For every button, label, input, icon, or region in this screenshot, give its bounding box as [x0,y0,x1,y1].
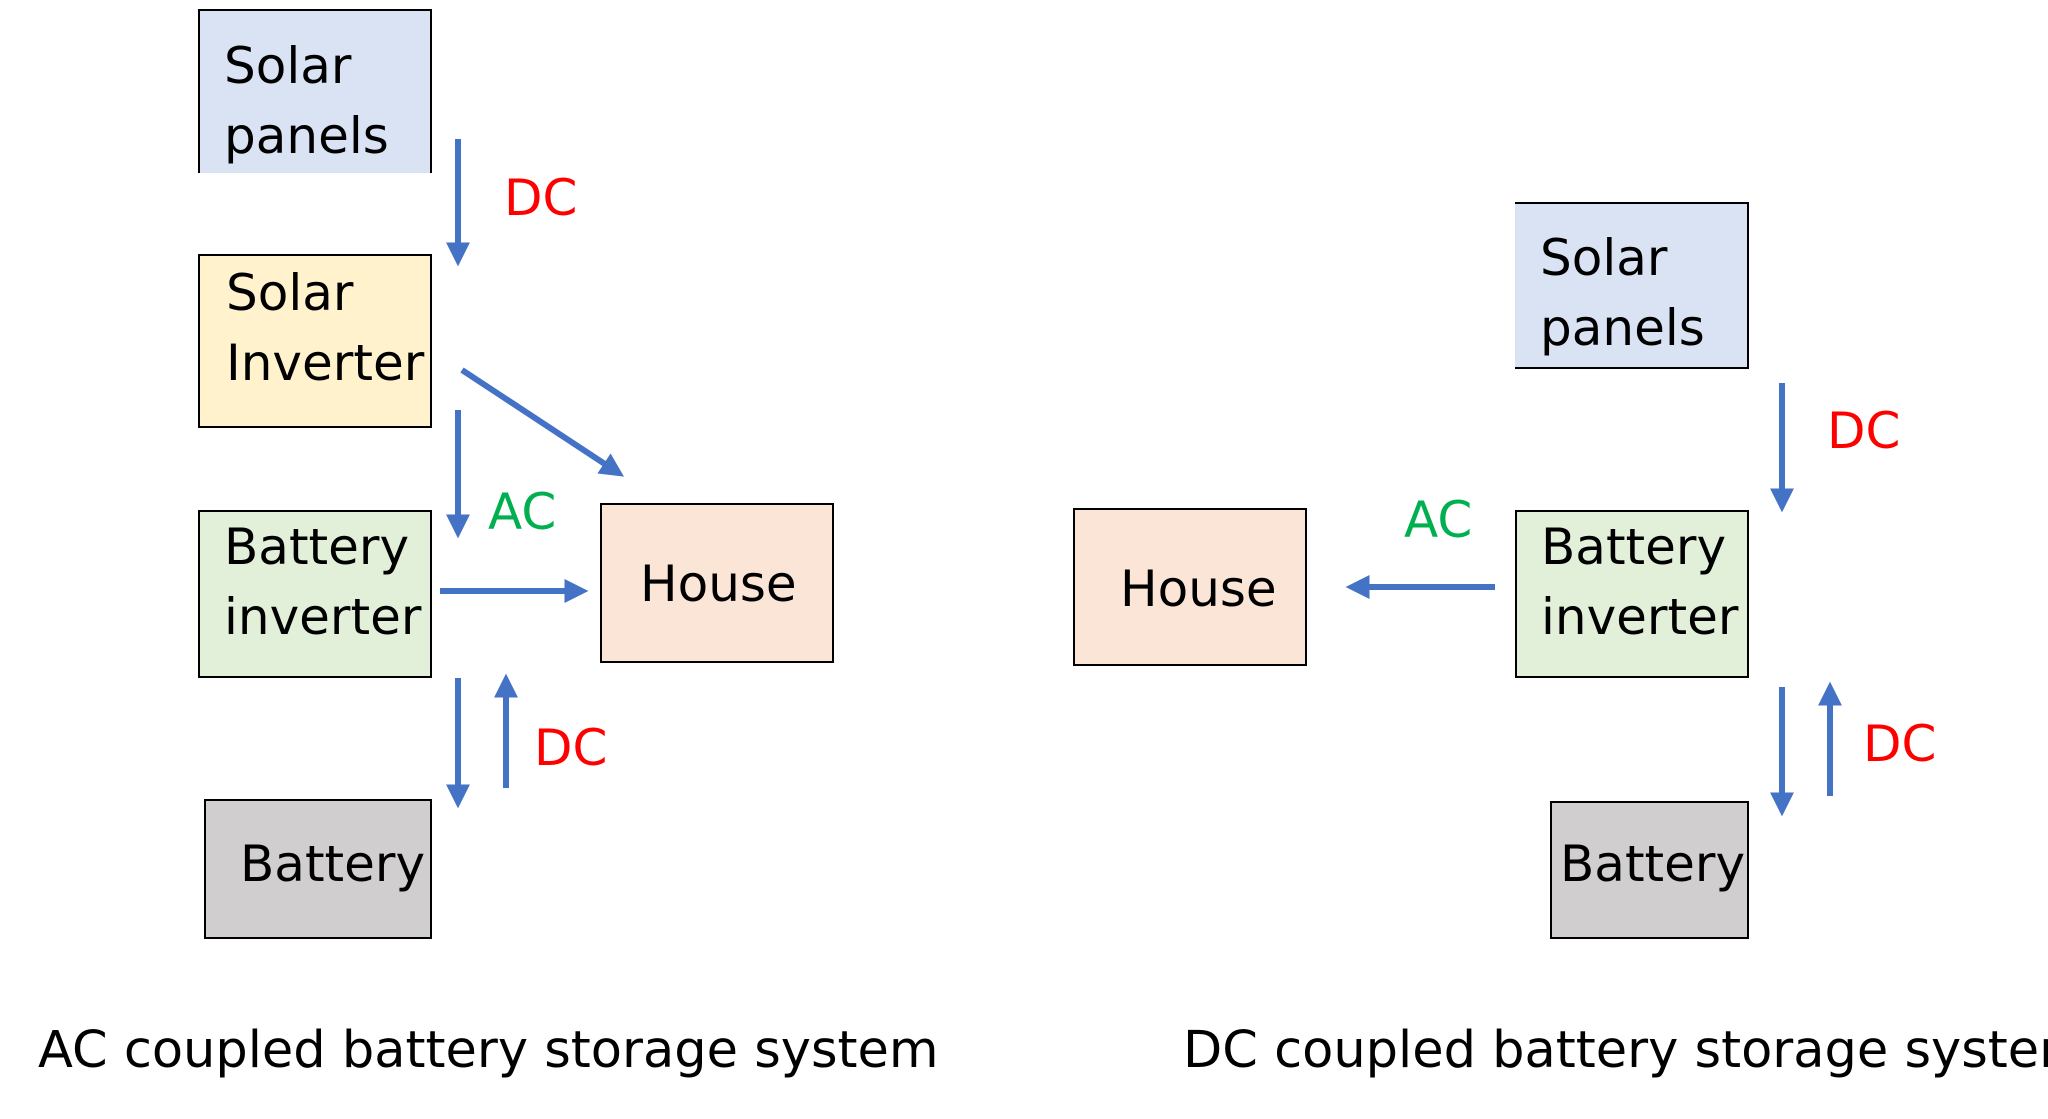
ac-house-box: House [600,503,834,663]
dc-solar-panels-box: Solar panels [1515,202,1749,369]
dc-ac-label: AC [1404,491,1473,549]
ac-dc-label-top: DC [504,169,578,227]
ac-system-caption: AC coupled battery storage system [38,1021,939,1080]
ac-battery-inverter-box: Battery inverter [198,510,432,678]
ac-arrow-solar-inverter-to-house [460,367,625,477]
ac-dc-label-bottom: DC [534,719,608,777]
dc-system-caption: DC coupled battery storage system [1183,1021,2048,1080]
dc-dc-label-top: DC [1827,402,1901,460]
dc-house-box: House [1073,508,1307,666]
dc-battery-box: Battery [1550,801,1749,939]
ac-solar-panels-box: Solar panels [198,9,432,173]
ac-solar-inverter-box: Solar Inverter [198,254,432,428]
ac-battery-box: Battery [204,799,432,939]
ac-ac-label: AC [488,483,557,541]
dc-battery-inverter-box: Battery inverter [1515,510,1749,678]
dc-dc-label-bottom: DC [1863,715,1937,773]
